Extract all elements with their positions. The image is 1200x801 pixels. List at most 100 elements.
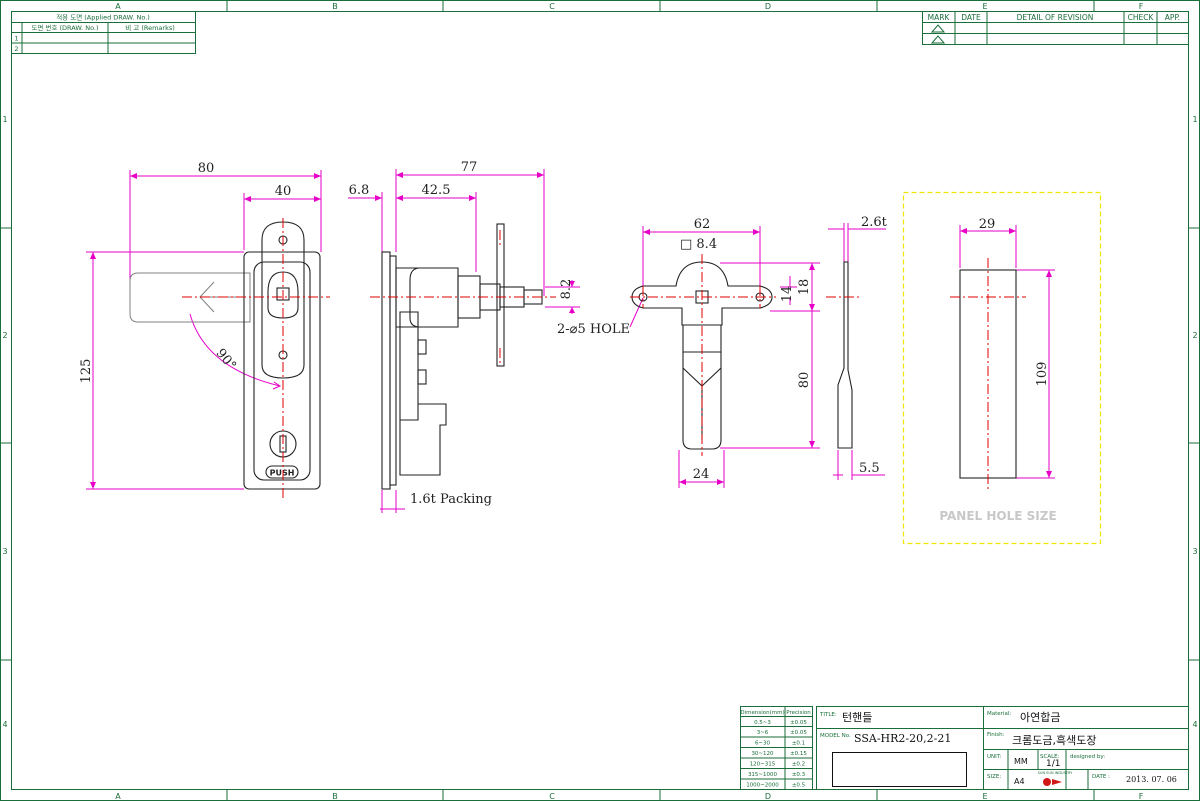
handle-body [243,221,321,490]
col-label: C [549,792,555,801]
remarks-header: 비 고 (Remarks) [125,23,175,32]
material-value: 아연합금 [1020,711,1060,724]
tol-range: 0.5~3 [754,720,771,726]
dim-14: 14 [780,286,795,303]
approval-header: APP. [1165,13,1180,22]
tol-header-prec: Precision [786,710,811,716]
tol-value: ±0.2 [792,762,805,768]
tol-value: ±0.15 [790,751,807,757]
revision-triangle-icon [930,24,946,44]
logo-text: SUN SUN INDUSTRY [1038,771,1074,775]
lever-side-view: 2.6t 5.5 [826,215,888,480]
size-label: SIZE: [987,774,1001,780]
row-label: 2 [1192,331,1197,340]
locking-plate [496,223,505,367]
title-label: TITLE: [819,712,837,718]
applied-drawing-table: 적용 도면 (Applied DRAW. No.) 도면 번호 (DRAW. N… [11,11,196,54]
row-label: 3 [2,547,7,556]
applied-header: 적용 도면 (Applied DRAW. No.) [56,13,150,22]
row-number: 2 [14,45,18,53]
lever-dimensions [629,226,820,488]
col-label: A [115,2,121,11]
tol-value: ±0.3 [792,772,806,778]
tol-header-dim: Dimension(mm) [740,710,784,716]
dim-42-5: 42.5 [422,183,451,198]
row-label: 3 [1192,547,1197,556]
drawing-no-header: 도면 번호 (DRAW. No.) [31,23,98,32]
model-label: MODEL No. [820,733,851,739]
col-label: B [332,2,338,11]
panel-hole-view: 29 109 PANEL HOLE SIZE [902,191,1102,545]
dim-8-2: 8.2 [559,279,574,300]
title-value: 턴핸들 [842,711,872,724]
dim-40: 40 [275,184,292,199]
tol-value: ±0.1 [792,741,805,747]
tolerance-table: Dimension(mm) Precision 0.5~3 ±0.05 3~6 … [740,706,813,790]
front-dimensions [86,170,322,490]
dim-80: 80 [198,161,215,176]
dim-62: 62 [694,217,711,232]
date-label: DATE : [1092,774,1110,780]
thickness-2-6t: 2.6t [861,215,888,230]
side-dimensions [348,169,580,513]
company-logo: SUN SUN INDUSTRY [1038,771,1074,786]
tol-range: 315~1000 [748,772,778,778]
col-label: A [115,792,121,801]
dim-77: 77 [461,160,478,175]
col-label: E [982,792,987,801]
push-label: PUSH [270,469,295,478]
panel-hole-frame [902,191,1102,545]
dim-24: 24 [693,467,710,482]
check-header: CHECK [1128,13,1155,22]
col-label: B [332,792,338,801]
dim-29: 29 [979,217,996,232]
tol-range: 1000~2000 [746,783,779,789]
row-label: 2 [2,331,7,340]
col-label: F [1139,792,1144,801]
push-button [265,465,299,479]
row-label: 4 [1192,720,1197,729]
col-label: D [765,792,771,801]
tol-value: ±0.05 [790,720,807,726]
designed-label: designed by: [1070,754,1105,760]
dim-80-lever: 80 [797,372,812,389]
scale-value: 1/1 [1046,759,1060,769]
front-centerlines [182,218,330,498]
dim-125: 125 [79,359,94,384]
dim-5-5: 5.5 [859,461,880,476]
finish-label: Finish: [987,732,1005,738]
lever-view: 62 □ 8.4 2-⌀5 HOLE 18 14 80 24 [557,217,820,488]
col-label: E [982,2,987,11]
row-label: 4 [2,720,7,729]
mark-header: MARK [928,13,951,22]
tol-value: ±0.5 [792,783,806,789]
row-label: 1 [1192,115,1197,124]
revision-detail-header: DETAIL OF REVISION [1017,13,1094,22]
panel-hole-label: PANEL HOLE SIZE [939,509,1056,523]
packing-label: 1.6t Packing [410,492,492,507]
tol-range: 3~6 [757,730,769,736]
title-block: TITLE: MODEL No. Material: Finish: UNIT:… [816,706,1189,790]
col-label: D [765,2,771,11]
side-body [381,223,543,490]
date-value: 2013. 07. 06 [1126,775,1177,784]
size-value: A4 [1014,777,1025,786]
square-8-4: □ 8.4 [680,237,717,252]
side-view: 77 42.5 6.8 8.2 1.6t Packing [348,160,580,513]
material-label: Material: [987,711,1011,717]
scale-label: SCALE: [1040,754,1060,760]
col-label: C [549,2,555,11]
row-label: 1 [2,115,7,124]
revision-table: MARK DATE DETAIL OF REVISION CHECK APP. [922,11,1189,45]
unit-value: MM [1014,757,1028,766]
model-value: SSA-HR2-20,2-21 [854,732,951,745]
finish-value: 크롬도금,흑색도장 [1012,733,1096,747]
tol-range: 6~30 [755,741,771,747]
row-number: 1 [14,35,18,43]
dim-18: 18 [797,279,812,296]
hole-note: 2-⌀5 HOLE [557,322,630,337]
unit-label: UNIT: [987,754,1002,760]
